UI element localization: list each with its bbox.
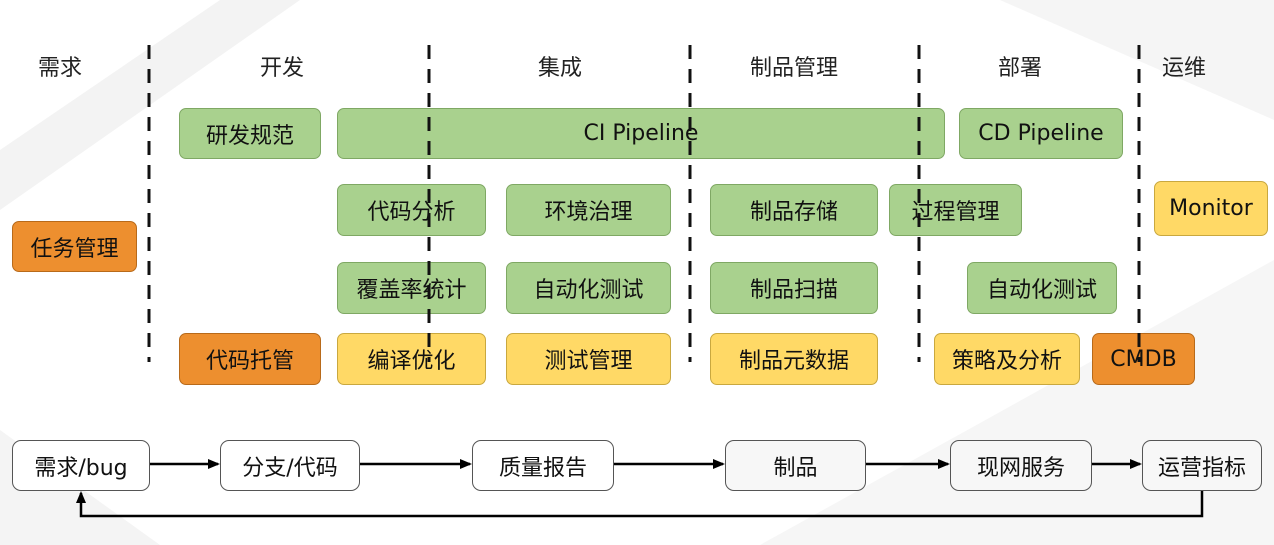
auto-test-deploy-box: 自动化测试 <box>967 262 1117 314</box>
test-management-box: 测试管理 <box>506 333 671 385</box>
flow-quality-report: 质量报告 <box>472 440 614 491</box>
flow-requirement-bug: 需求/bug <box>12 440 150 491</box>
build-optimization-box: 编译优化 <box>337 333 486 385</box>
process-management-box: 过程管理 <box>889 184 1022 236</box>
phase-deployment: 部署 <box>998 56 1043 81</box>
task-management-box: 任务管理 <box>12 221 137 272</box>
monitor-box: Monitor <box>1154 181 1268 236</box>
coverage-stats-box: 覆盖率统计 <box>337 262 486 314</box>
strategy-analysis-box: 策略及分析 <box>934 333 1080 385</box>
cd-pipeline-box: CD Pipeline <box>959 108 1123 159</box>
dev-standard-box: 研发规范 <box>179 108 321 159</box>
code-hosting-box: 代码托管 <box>179 333 321 385</box>
flow-artifact: 制品 <box>725 440 866 491</box>
cmdb-box: CMDB <box>1092 333 1195 385</box>
flow-branch-code: 分支/代码 <box>220 440 360 491</box>
artifact-metadata-box: 制品元数据 <box>710 333 878 385</box>
auto-test-integration-box: 自动化测试 <box>506 262 671 314</box>
phase-artifact-management: 制品管理 <box>750 56 839 81</box>
artifact-scan-box: 制品扫描 <box>710 262 878 314</box>
phase-integration: 集成 <box>538 56 583 81</box>
env-governance-box: 环境治理 <box>506 184 671 236</box>
phase-operations: 运维 <box>1162 56 1207 81</box>
phase-requirements: 需求 <box>38 56 83 81</box>
artifact-storage-box: 制品存储 <box>710 184 878 236</box>
ci-pipeline-box: CI Pipeline <box>337 108 945 159</box>
phase-development: 开发 <box>260 56 305 81</box>
flow-operation-metrics: 运营指标 <box>1142 440 1262 491</box>
flow-production-service: 现网服务 <box>950 440 1092 491</box>
code-analysis-box: 代码分析 <box>337 184 486 236</box>
